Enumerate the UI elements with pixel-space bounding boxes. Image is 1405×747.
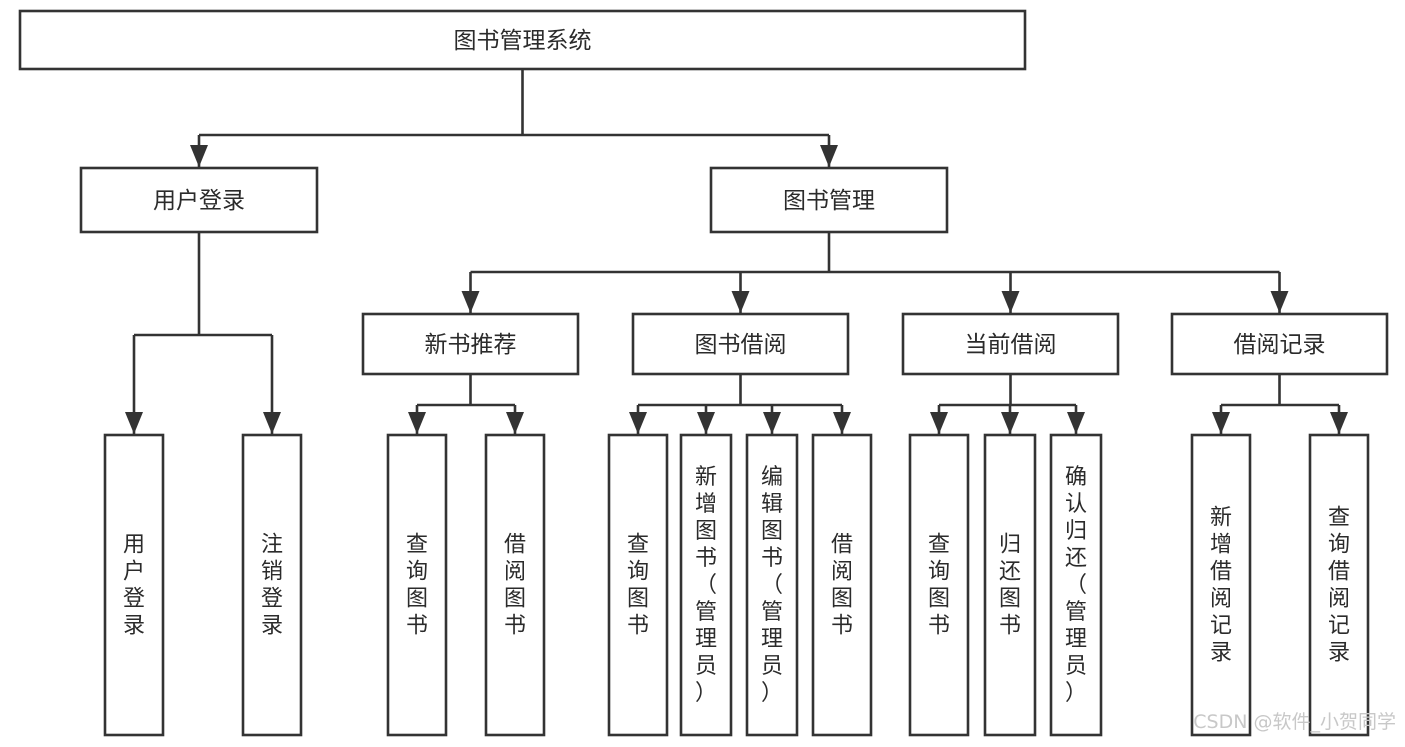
arrow-head [1001,412,1019,434]
node-leaf-leaf-query-book-2[interactable]: 查询图书 [607,433,669,737]
node-leaf-leaf-return-book[interactable]: 归还图书 [983,433,1037,737]
node-box[interactable] [811,433,873,737]
arrow-head [263,412,281,434]
node-leaf-leaf-query-book-1[interactable]: 查询图书 [386,433,448,737]
node-label: 用户登录 [123,532,145,638]
arrow-head [833,412,851,434]
arrow-head [125,412,143,434]
node-label: 归还图书 [999,532,1021,638]
node-label: 确认归还（管理员） [1065,465,1087,706]
connector-layer [125,69,1348,434]
node-leaf-leaf-confirm-return[interactable]: 确认归还（管理员） [1049,433,1103,737]
node-leaf-leaf-add-record[interactable]: 新增借阅记录 [1190,433,1252,737]
arrow-head [629,412,647,434]
node-level3-book-borrow[interactable]: 图书借阅 [631,312,850,376]
node-leaf-leaf-query-book-3[interactable]: 查询图书 [908,433,970,737]
node-label: 图书借阅 [695,332,787,358]
node-label: 新增图书（管理员） [695,465,717,706]
node-label: 查询图书 [627,532,649,638]
node-box[interactable] [241,433,303,737]
node-label: 用户登录 [153,188,245,214]
node-level2-book-manage[interactable]: 图书管理 [709,166,949,234]
arrow-head [930,412,948,434]
node-box[interactable] [79,166,319,234]
node-root-root[interactable]: 图书管理系统 [18,9,1027,71]
arrow-head [1067,412,1085,434]
node-box[interactable] [386,433,448,737]
arrow-head [763,412,781,434]
node-label: 查询借阅记录 [1328,505,1350,665]
node-box[interactable] [679,433,733,737]
node-box[interactable] [18,9,1027,71]
node-box[interactable] [361,312,580,376]
node-box[interactable] [1308,433,1370,737]
node-label: 当前借阅 [965,332,1057,358]
node-level3-new-book-recommend[interactable]: 新书推荐 [361,312,580,376]
arrow-head [731,291,750,313]
node-label: 查询图书 [406,532,428,638]
node-box[interactable] [901,312,1120,376]
node-box[interactable] [607,433,669,737]
node-leaf-leaf-borrow-book-1[interactable]: 借阅图书 [484,433,546,737]
node-label: 借阅图书 [504,532,526,638]
node-leaf-leaf-add-book[interactable]: 新增图书（管理员） [679,433,733,737]
node-box[interactable] [745,433,799,737]
arrow-head [190,145,208,167]
node-box[interactable] [631,312,850,376]
node-label: 编辑图书（管理员） [761,465,783,706]
node-level3-current-borrow[interactable]: 当前借阅 [901,312,1120,376]
node-label: 图书管理 [783,188,875,214]
arrow-head [461,291,480,313]
node-leaf-leaf-query-record[interactable]: 查询借阅记录 [1308,433,1370,737]
node-label: 新增借阅记录 [1210,505,1232,665]
node-level2-user-login[interactable]: 用户登录 [79,166,319,234]
node-box[interactable] [1049,433,1103,737]
node-label: 借阅记录 [1234,332,1326,358]
arrow-head [1270,291,1289,313]
node-label: 图书管理系统 [454,28,592,54]
node-box[interactable] [709,166,949,234]
node-level3-borrow-record[interactable]: 借阅记录 [1170,312,1389,376]
arrow-head [820,145,838,167]
arrow-head [1001,291,1020,313]
arrow-head [1330,412,1348,434]
node-box[interactable] [1190,433,1252,737]
node-label: 新书推荐 [425,332,517,358]
arrow-head [408,412,426,434]
node-box[interactable] [908,433,970,737]
node-leaf-leaf-user-logout[interactable]: 注销登录 [241,433,303,737]
csdn-watermark: CSDN @软件_小贺同学 [1193,711,1396,733]
node-box[interactable] [484,433,546,737]
node-label: 注销登录 [261,532,283,638]
node-box[interactable] [1170,312,1389,376]
node-leaf-leaf-borrow-book-2[interactable]: 借阅图书 [811,433,873,737]
node-leaf-leaf-edit-book[interactable]: 编辑图书（管理员） [745,433,799,737]
arrow-head [1212,412,1230,434]
node-label: 查询图书 [928,532,950,638]
node-layer: 图书管理系统用户登录图书管理新书推荐图书借阅当前借阅借阅记录用户登录注销登录查询… [18,9,1389,737]
node-label: 借阅图书 [831,532,853,638]
node-leaf-leaf-user-login[interactable]: 用户登录 [103,433,165,737]
node-box[interactable] [983,433,1037,737]
arrow-head [697,412,715,434]
node-box[interactable] [103,433,165,737]
arrow-head [506,412,524,434]
